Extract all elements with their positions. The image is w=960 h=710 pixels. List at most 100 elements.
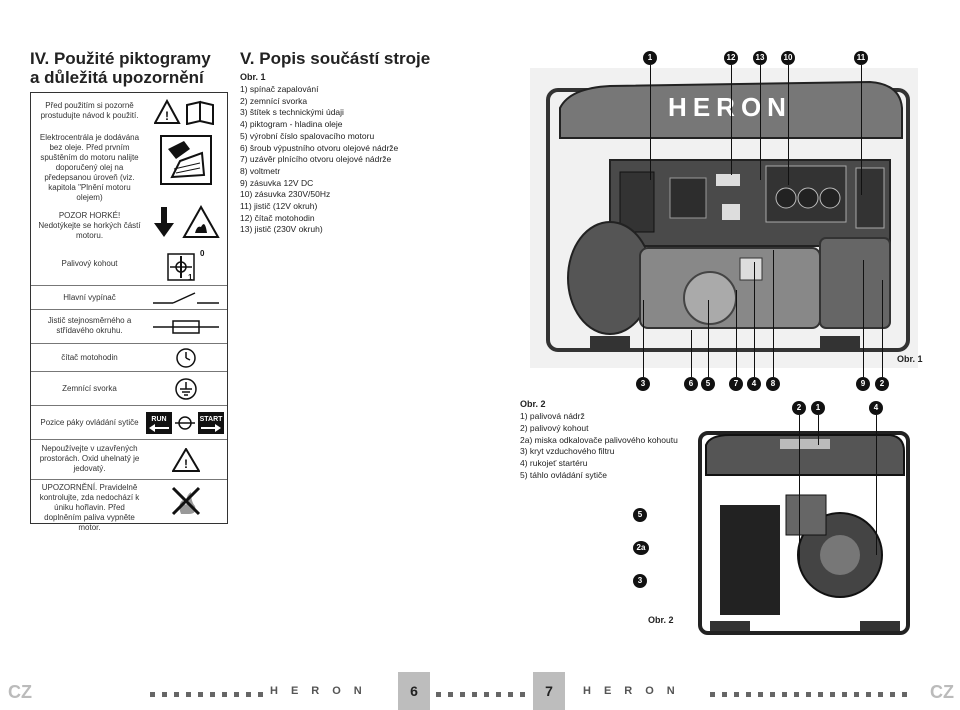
components-list: 1) spínač zapalování 2) zemnící svorka 3… bbox=[240, 84, 398, 236]
pictogram-text: POZOR HORKÉ! Nedotýkejte se horkých část… bbox=[38, 211, 141, 240]
leader-line bbox=[754, 262, 755, 377]
callout-fig2-2: 2 bbox=[792, 401, 806, 415]
list-item: 3) štítek s technickými údaji bbox=[240, 107, 344, 118]
pictogram-row: Hlavní vypínač bbox=[31, 285, 227, 310]
list-item: 8) voltmetr bbox=[240, 165, 281, 176]
co-warning-icon: ! bbox=[149, 447, 223, 475]
pictogram-text: Palivový kohout bbox=[61, 259, 118, 268]
leader-line bbox=[691, 330, 692, 377]
list-item: 7) uzávěr plnícího otvoru olejové nádrže bbox=[240, 154, 392, 165]
pictogram-row: Jistič stejnosměrného a střídavého okruh… bbox=[31, 309, 227, 344]
list-item: 3) kryt vzduchového filtru bbox=[520, 446, 615, 457]
callout-10: 10 bbox=[781, 51, 795, 65]
callout-5: 5 bbox=[701, 377, 715, 391]
footer-dots-middle bbox=[436, 684, 532, 697]
callout-13: 13 bbox=[753, 51, 767, 65]
leader-line bbox=[736, 290, 737, 377]
leader-line bbox=[643, 300, 644, 377]
pictogram-table: Před použitím si pozorně prostudujte náv… bbox=[30, 92, 228, 532]
pictogram-text: Zemnící svorka bbox=[62, 384, 117, 393]
generator-photo-front: HERON bbox=[530, 68, 918, 368]
footer-brand-left: HERON bbox=[270, 685, 375, 697]
callout-8: 8 bbox=[766, 377, 780, 391]
callout-fig2-3: 3 bbox=[633, 574, 647, 588]
valve-label-off: 0 bbox=[200, 249, 205, 258]
choke-run-label: RUN bbox=[151, 416, 166, 423]
list-item: 12) čítač motohodin bbox=[240, 212, 315, 223]
fig2-title: Obr. 2 bbox=[520, 399, 546, 409]
callout-4: 4 bbox=[747, 377, 761, 391]
callout-fig2-5: 5 bbox=[633, 508, 647, 522]
pictogram-row: POZOR HORKÉ! Nedotýkejte se horkých část… bbox=[31, 203, 227, 243]
no-fire-icon bbox=[149, 484, 223, 521]
fig1-label: Obr. 1 bbox=[240, 72, 266, 82]
list-item: 10) zásuvka 230V/50Hz bbox=[240, 189, 331, 200]
pictogram-text: čítač motohodin bbox=[61, 353, 118, 362]
ground-icon bbox=[149, 378, 223, 403]
list-item: 2) zemnící svorka bbox=[240, 95, 308, 106]
callout-fig2-1: 1 bbox=[811, 401, 825, 415]
pictogram-row: Elektrocentrála je dodávána bez oleje. P… bbox=[31, 131, 227, 203]
fuel-valve-icon: 0 1 bbox=[149, 246, 223, 285]
footer-lang-right: CZ bbox=[930, 682, 954, 702]
callout-fig2-2a: 2a bbox=[633, 541, 649, 555]
hour-meter-icon bbox=[149, 347, 223, 372]
section-title-line2: a důležitá upozornění bbox=[30, 68, 204, 87]
pictogram-row: Pozice páky ovládání sytiče RUN START bbox=[31, 405, 227, 440]
callout-11: 11 bbox=[854, 51, 868, 65]
pictogram-text: Nepoužívejte v uzavřených prostorách. Ox… bbox=[39, 444, 140, 473]
callout-9: 9 bbox=[856, 377, 870, 391]
leader-line bbox=[773, 250, 774, 377]
choke-icon: RUN START bbox=[145, 411, 224, 438]
pictogram-row: UPOZORNĚNÍ. Pravidelně kontrolujte, zda … bbox=[31, 479, 227, 532]
pictogram-text: Hlavní vypínač bbox=[63, 293, 116, 302]
switch-icon bbox=[149, 290, 223, 309]
list-item: 5) táhlo ovládání sytiče bbox=[520, 469, 607, 480]
valve-label-on: 1 bbox=[188, 273, 193, 282]
list-item: 5) výrobní číslo spalovacího motoru bbox=[240, 130, 375, 141]
leader-line bbox=[799, 415, 800, 565]
callout-fig2-4: 4 bbox=[869, 401, 883, 415]
pictogram-text: Pozice páky ovládání sytiče bbox=[40, 418, 139, 427]
svg-text:!: ! bbox=[184, 457, 188, 471]
warning-manual-icon: ! bbox=[149, 98, 223, 128]
pictogram-row: Před použitím si pozorně prostudujte náv… bbox=[31, 93, 227, 131]
callout-3: 3 bbox=[636, 377, 650, 391]
list-item: 4) piktogram - hladina oleje bbox=[240, 119, 343, 130]
choke-start-label: START bbox=[200, 416, 224, 423]
hot-surface-icon bbox=[149, 204, 223, 242]
pictogram-row: Zemnící svorka bbox=[31, 371, 227, 406]
pictogram-text: Elektrocentrála je dodávána bez oleje. P… bbox=[39, 133, 140, 202]
leader-line bbox=[818, 415, 819, 445]
leader-line bbox=[760, 65, 761, 180]
fuse-icon bbox=[149, 320, 223, 337]
leader-line bbox=[708, 300, 709, 377]
pictogram-row: Nepoužívejte v uzavřených prostorách. Ox… bbox=[31, 439, 227, 480]
pictogram-text: Před použitím si pozorně prostudujte náv… bbox=[40, 101, 139, 120]
leader-line bbox=[876, 415, 877, 555]
list-item: 13) jistič (230V okruh) bbox=[240, 224, 323, 235]
list-item: 2a) miska odkalovače palivového kohoutu bbox=[520, 434, 678, 445]
footer-brand-right: HERON bbox=[583, 685, 688, 697]
footer-lang-left: CZ bbox=[8, 682, 32, 702]
generator-brand: HERON bbox=[668, 92, 792, 122]
footer-dots-right bbox=[710, 684, 914, 697]
oil-fill-icon bbox=[149, 135, 223, 188]
list-item: 6) šroub výpustního otvoru olejové nádrž… bbox=[240, 142, 399, 153]
callout-12: 12 bbox=[724, 51, 738, 65]
list-item: 11) jistič (12V okruh) bbox=[240, 201, 318, 212]
leader-line bbox=[861, 65, 862, 195]
callout-2: 2 bbox=[875, 377, 889, 391]
page-number-left: 6 bbox=[398, 672, 430, 710]
pictogram-row: Palivový kohout 0 1 bbox=[31, 243, 227, 285]
leader-line bbox=[731, 65, 732, 175]
callout-6: 6 bbox=[684, 377, 698, 391]
callout-7: 7 bbox=[729, 377, 743, 391]
footer-dots-left bbox=[150, 684, 270, 697]
leader-line bbox=[882, 280, 883, 377]
leader-line bbox=[863, 260, 864, 377]
fig2-list: 1) palivová nádrž 2) palivový kohout 2a)… bbox=[520, 411, 678, 482]
pictogram-text: Jistič stejnosměrného a střídavého okruh… bbox=[47, 316, 132, 335]
leader-line bbox=[788, 65, 789, 185]
generator-photo-side bbox=[690, 425, 922, 645]
